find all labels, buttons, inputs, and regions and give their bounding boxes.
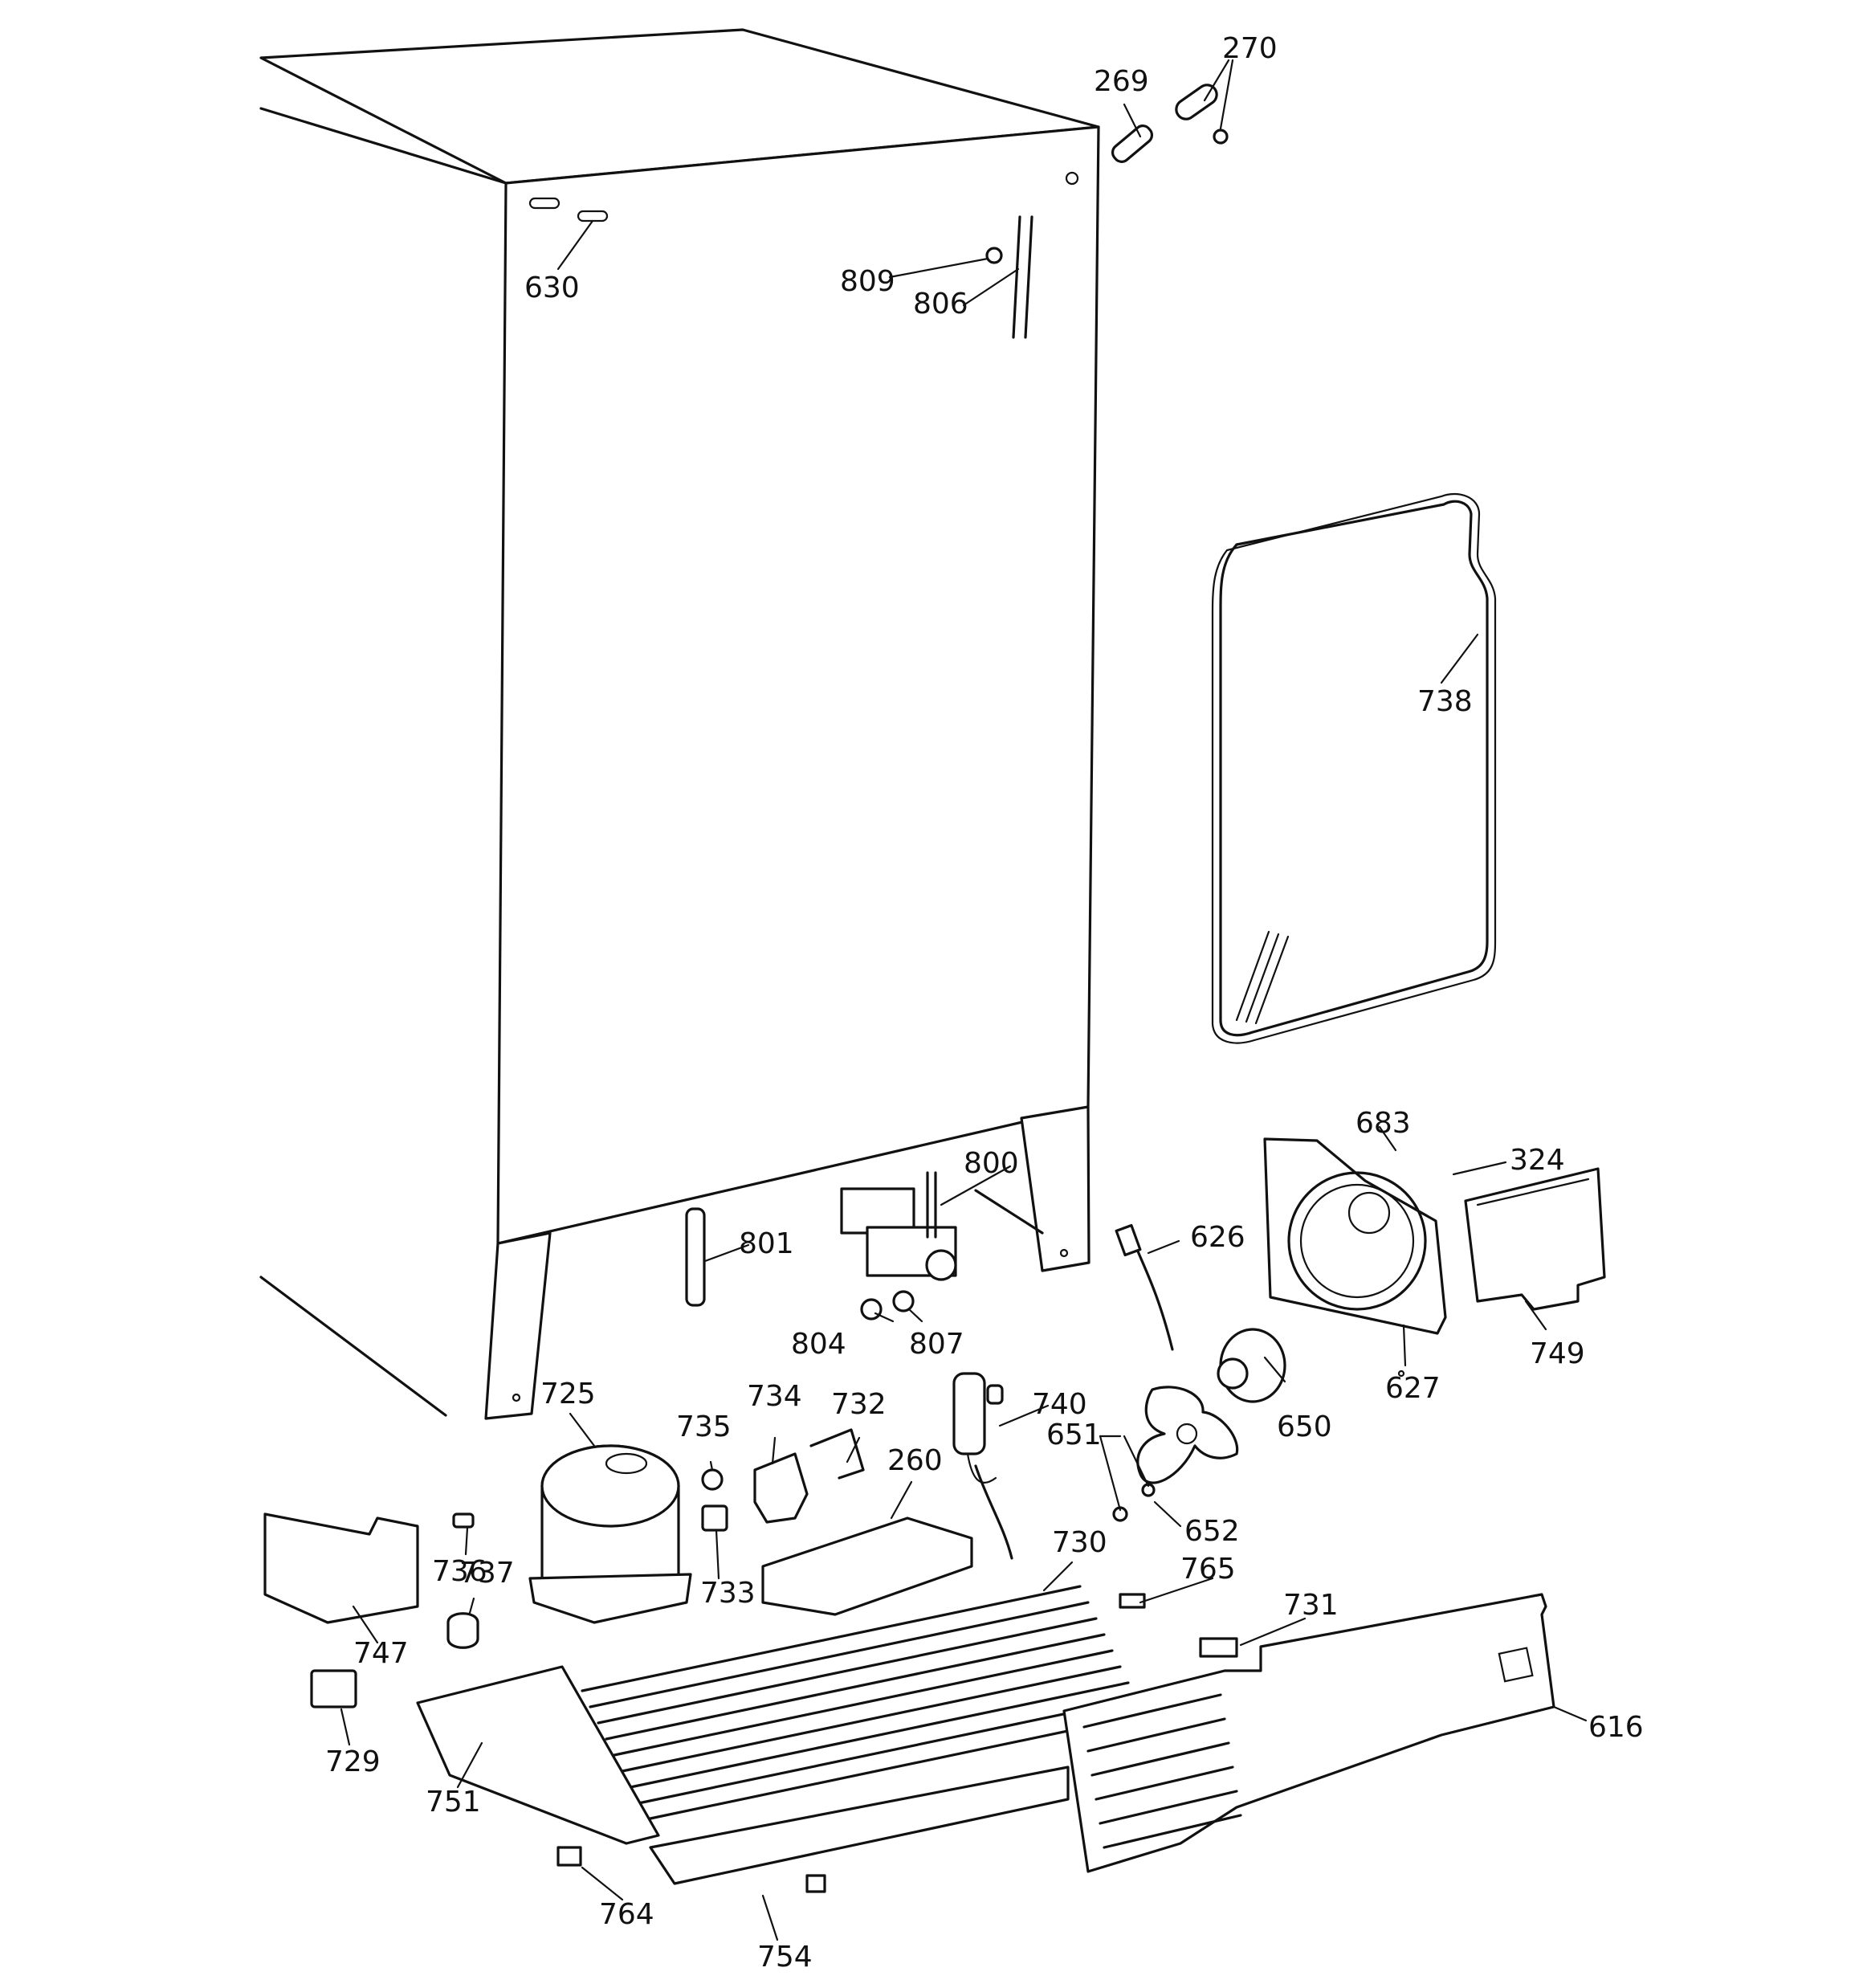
label-627: 627: [1385, 1372, 1441, 1405]
compressor-cover: [263, 1512, 419, 1624]
label-765: 765: [1180, 1553, 1236, 1586]
label-730: 730: [1052, 1526, 1107, 1559]
fan-blade: [1112, 1386, 1239, 1522]
label-737: 737: [459, 1557, 515, 1590]
clip: [1119, 1593, 1146, 1609]
label-270: 270: [1222, 32, 1278, 65]
base-pan: [416, 1593, 1238, 1893]
label-725: 725: [540, 1378, 596, 1410]
clip: [805, 1874, 826, 1893]
label-747: 747: [353, 1637, 409, 1670]
label-735: 735: [676, 1410, 732, 1443]
label-616: 616: [1588, 1711, 1644, 1744]
nut: [892, 1290, 915, 1312]
label-800: 800: [964, 1147, 1019, 1180]
fan-motor: [1217, 1328, 1286, 1403]
fan-bracket: [1464, 1167, 1606, 1311]
compressor: [528, 1444, 692, 1624]
label-736: 736: [432, 1555, 487, 1588]
label-738: 738: [1417, 685, 1473, 718]
label-751: 751: [426, 1786, 481, 1819]
clip: [556, 1846, 582, 1867]
heater-loop: [1211, 492, 1497, 1044]
cabinet: [259, 28, 1100, 1420]
label-807: 807: [909, 1328, 964, 1361]
label-764: 764: [599, 1898, 654, 1931]
label-732: 732: [831, 1388, 887, 1421]
label-729: 729: [325, 1745, 381, 1778]
label-801: 801: [739, 1227, 794, 1260]
label-652: 652: [1184, 1515, 1240, 1548]
label-626: 626: [1190, 1221, 1245, 1254]
label-630: 630: [524, 271, 580, 304]
label-754: 754: [757, 1941, 813, 1974]
capacitor: [952, 1372, 1004, 1484]
label-733: 733: [700, 1577, 756, 1610]
label-806: 806: [913, 288, 968, 320]
label-731: 731: [1283, 1589, 1339, 1622]
leader-lines: [340, 59, 1588, 1941]
tube-fittings: [985, 84, 1229, 339]
drain-pan: [761, 1517, 973, 1616]
power-cord: [1115, 1223, 1174, 1351]
water-valve: [840, 1171, 957, 1281]
water-tube: [685, 1207, 706, 1307]
access-grille: [1062, 1593, 1555, 1873]
condenser-coil: [581, 1464, 1146, 1821]
label-683: 683: [1355, 1107, 1411, 1140]
nut: [860, 1298, 883, 1321]
label-651: 651: [1046, 1419, 1102, 1451]
relay-overload: [310, 1428, 865, 1708]
part-labels: 269 270 630 809 806 738 683 324 800 801 …: [325, 32, 1644, 1974]
label-650: 650: [1277, 1410, 1332, 1443]
label-260: 260: [887, 1444, 943, 1477]
clip: [1199, 1637, 1238, 1658]
label-734: 734: [747, 1380, 802, 1413]
label-324: 324: [1510, 1144, 1565, 1177]
label-809: 809: [840, 265, 895, 298]
label-740: 740: [1032, 1388, 1087, 1421]
label-749: 749: [1530, 1337, 1585, 1370]
fan-shroud: [1263, 1137, 1447, 1378]
label-804: 804: [791, 1328, 846, 1361]
label-269: 269: [1094, 65, 1149, 98]
